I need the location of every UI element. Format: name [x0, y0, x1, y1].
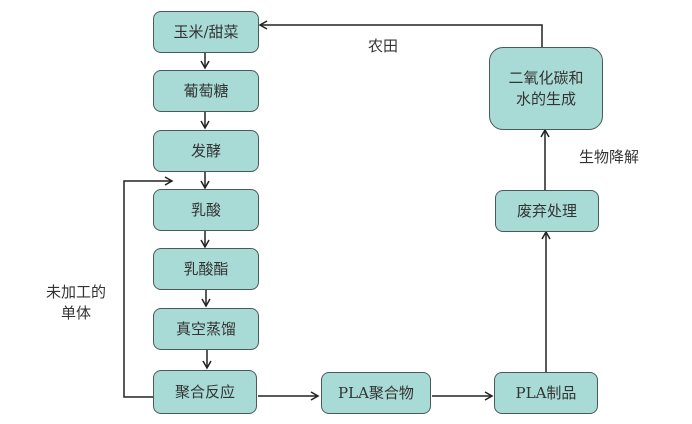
box-polymerization: 聚合反应: [153, 370, 257, 414]
label-biodegradation: 生物降解: [579, 148, 640, 166]
box-lactate-ester: 乳酸酯: [153, 248, 259, 290]
box-pla-polymer: PLA聚合物: [321, 372, 431, 414]
arrow-unprocessed-monomer-loop: [123, 176, 174, 398]
label-unprocessed-monomer-line1: 未加工的: [45, 283, 106, 301]
label-unprocessed-monomer-line2: 单体: [60, 304, 91, 322]
box-polymerization-text: 聚合反应: [174, 382, 235, 401]
box-fermentation-text: 发酵: [190, 141, 221, 160]
label-unprocessed-monomer: 未加工的 单体: [38, 282, 114, 324]
arrow-co2-to-corn: [258, 20, 543, 48]
box-pla-products: PLA制品: [494, 372, 598, 414]
box-vacuum-distillation: 真空蒸馏: [153, 308, 259, 350]
box-corn-beet: 玉米/甜菜: [153, 11, 259, 53]
box-co2-water-text: 二氧化碳和水的生成: [508, 69, 584, 108]
box-vacuum-distillation-text: 真空蒸馏: [175, 319, 236, 338]
box-co2-water: 二氧化碳和水的生成: [489, 47, 603, 130]
box-glucose-text: 葡萄糖: [183, 81, 229, 100]
label-farmland: 农田: [368, 37, 399, 55]
box-pla-polymer-text: PLA聚合物: [338, 383, 414, 402]
box-fermentation: 发酵: [153, 130, 259, 172]
box-glucose: 葡萄糖: [153, 70, 259, 112]
box-lactic-acid-text: 乳酸: [190, 200, 221, 219]
box-disposal-text: 废弃处理: [516, 201, 577, 220]
box-lactic-acid: 乳酸: [153, 189, 259, 231]
box-corn-beet-text: 玉米/甜菜: [173, 22, 239, 41]
box-pla-products-text: PLA制品: [515, 383, 577, 402]
box-disposal: 废弃处理: [495, 190, 599, 232]
box-lactate-ester-text: 乳酸酯: [183, 259, 229, 278]
